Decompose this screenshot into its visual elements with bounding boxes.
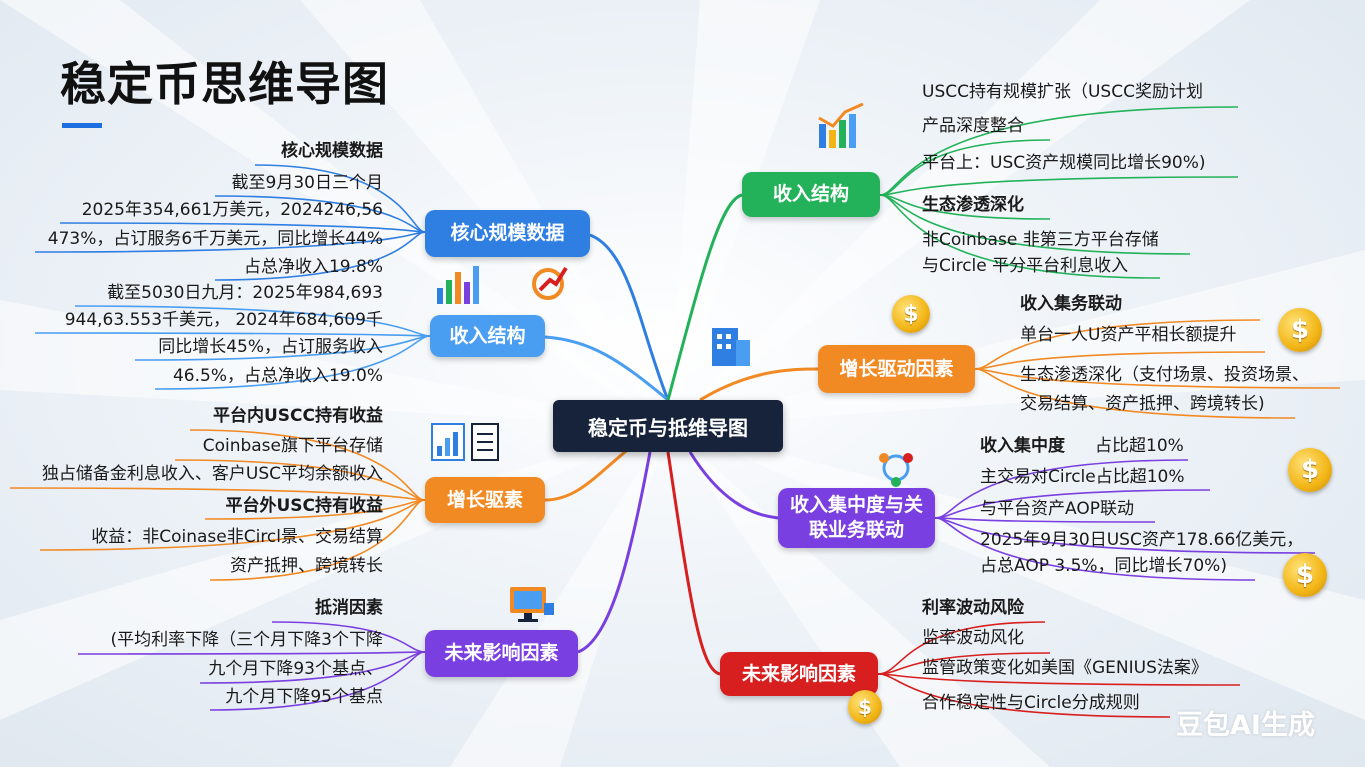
building-icon bbox=[712, 328, 750, 366]
leaf-concentration-heading: 收入集中度 bbox=[980, 436, 1065, 456]
leaf-growth: 资产抵押、跨境转长 bbox=[230, 556, 383, 576]
leaf-future-right: 监管政策变化如美国《GENIUS法案》 bbox=[922, 658, 1208, 678]
leaf-future-right: 合作稳定性与Circle分成规则 bbox=[922, 693, 1140, 713]
leaf-concentration: 2025年9月30日USC资产178.66亿美元， bbox=[980, 530, 1304, 550]
coin-icon: $ bbox=[1288, 448, 1332, 492]
leaf-revenue: 平台上：USC资产规模同比增长90%) bbox=[922, 153, 1206, 173]
leaf-core-heading: 核心规模数据 bbox=[281, 141, 383, 161]
node-right-concentration[interactable]: 收入集中度与关联业务联动 bbox=[778, 488, 935, 548]
coin-icon: $ bbox=[848, 690, 882, 724]
leaf-core: 46.5%，占总净收入19.0% bbox=[172, 366, 383, 386]
leaf-concentration: 占总AOP 3.5%，同比增长70%) bbox=[980, 556, 1227, 576]
node-left-growth[interactable]: 增长驱素 bbox=[425, 477, 545, 523]
leaf-core: 944,63.553千美元， 2024年684,609千 bbox=[64, 310, 383, 330]
node-right-revenue-structure[interactable]: 收入结构 bbox=[742, 172, 880, 217]
coin-icon: $ bbox=[892, 295, 930, 333]
bar-chart-icon bbox=[437, 266, 479, 304]
leaf-revenue: USCC持有规模扩张（USCC奖励计划 bbox=[922, 82, 1203, 102]
leaf-growth-right-heading: 收入集务联动 bbox=[1020, 294, 1122, 314]
leaf-growth-heading: 平台内USCC持有收益 bbox=[213, 406, 383, 426]
page-title: 稳定币思维导图 bbox=[60, 57, 389, 111]
leaf-future-heading: 抵消因素 bbox=[315, 598, 383, 618]
coin-icon: $ bbox=[1283, 553, 1327, 597]
node-left-revenue-structure[interactable]: 收入结构 bbox=[430, 315, 545, 357]
leaf-concentration-note: 占比超10% bbox=[1095, 436, 1184, 456]
node-right-future[interactable]: 未来影响因素 bbox=[720, 652, 878, 696]
report-chart-icon bbox=[431, 423, 499, 461]
monitor-icon bbox=[510, 587, 554, 622]
node-right-growth[interactable]: 增长驱动因素 bbox=[818, 345, 975, 393]
coin-icon: $ bbox=[1278, 308, 1322, 352]
central-node[interactable]: 稳定币与抵维导图 bbox=[553, 400, 783, 452]
leaf-future: (平均利率下降（三个月下降3个下降 bbox=[110, 630, 383, 650]
leaf-revenue: 产品深度整合 bbox=[922, 116, 1024, 136]
leaf-core: 截至5030日九月：2025年984,693 bbox=[107, 283, 383, 303]
leaf-core: 占总净收入19.8% bbox=[243, 257, 383, 277]
leaf-core: 473%，占订服务6千万美元，同比增长44% bbox=[47, 229, 383, 249]
leaf-concentration: 与平台资产AOP联动 bbox=[980, 499, 1134, 519]
leaf-core: 同比增长45%，占订服务收入 bbox=[158, 337, 383, 357]
leaf-growth: 独占储备金利息收入、客户USC平均余额收入 bbox=[41, 464, 383, 484]
watermark: 豆包AI生成 bbox=[1176, 710, 1315, 741]
leaf-core: 截至9月30日三个月 bbox=[231, 173, 383, 193]
leaf-growth-right: 交易结算、资产抵押、跨境转长) bbox=[1020, 394, 1265, 414]
leaf-future-right: 监率波动风化 bbox=[922, 628, 1024, 648]
leaf-growth-right: 单台一人U资产平相长额提升 bbox=[1020, 325, 1237, 345]
leaf-future: 九个月下降95个基点 bbox=[225, 687, 383, 707]
growth-arrow-icon bbox=[532, 266, 568, 300]
leaf-future-right-heading: 利率波动风险 bbox=[922, 598, 1024, 618]
title-underline bbox=[62, 123, 102, 128]
leaf-growth: 收益：非Coinase非Circl景、交易结算 bbox=[91, 527, 383, 547]
leaf-concentration: 主交易对Circle占比超10% bbox=[980, 467, 1185, 487]
leaf-revenue-heading: 生态渗透深化 bbox=[922, 195, 1024, 215]
node-left-core-scale[interactable]: 核心规模数据 bbox=[425, 210, 590, 257]
leaf-growth-heading: 平台外USC持有收益 bbox=[225, 496, 383, 516]
leaf-growth: Coinbase旗下平台存储 bbox=[202, 436, 383, 456]
node-left-future[interactable]: 未来影响因素 bbox=[425, 630, 578, 677]
network-icon bbox=[879, 453, 913, 487]
leaf-core: 2025年354,661万美元，2024246,56 bbox=[81, 200, 383, 220]
leaf-future: 九个月下降93个基点、 bbox=[208, 659, 383, 679]
leaf-revenue: 与Circle 平分平台利息收入 bbox=[922, 256, 1129, 276]
line-chart-icon bbox=[818, 102, 864, 148]
leaf-revenue: 非Coinbase 非第三方平台存储 bbox=[922, 230, 1159, 250]
leaf-growth-right: 生态渗透深化（支付场景、投资场景、 bbox=[1020, 365, 1309, 385]
